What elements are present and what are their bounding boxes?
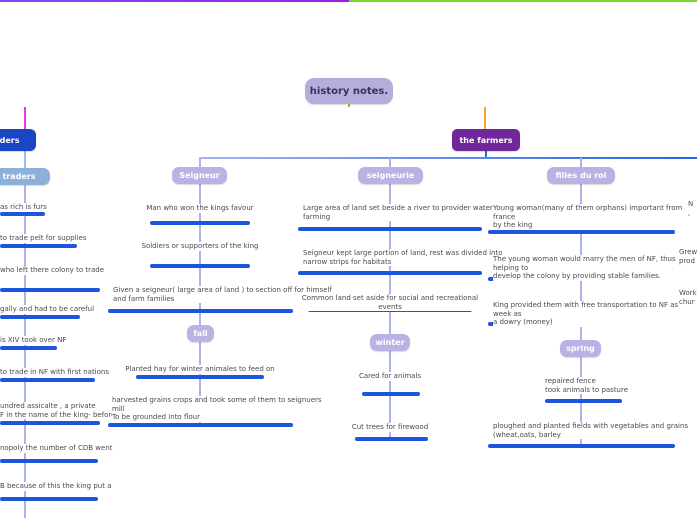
node-traders-label: traders (0, 135, 20, 145)
filles-item-5[interactable]: ploughed and planted fields with vegetab… (493, 422, 689, 439)
traders-underline-3 (0, 288, 100, 292)
seigneurie-item-4[interactable]: Cared for animals (300, 372, 480, 381)
node-seigneur-label: Seigneur (179, 171, 220, 180)
filles-item-3[interactable]: King provided them with free transportat… (493, 301, 697, 327)
traders-underline-4 (0, 315, 80, 319)
seigneurie-underline-1 (298, 227, 482, 231)
traders-column-line (24, 185, 26, 518)
seigneurie-item-3[interactable]: Common land set aside for social and rec… (300, 294, 480, 311)
seigneur-underline-3 (108, 309, 293, 313)
seigneurie-column-line (389, 184, 391, 440)
traders-item-6[interactable]: to trade in NF with first nations (0, 368, 109, 377)
node-seigneurie[interactable]: seigneurie (358, 167, 423, 184)
traders-underline-7 (0, 421, 100, 425)
root-node-history-notes[interactable]: history notes. (305, 78, 393, 104)
seigneurie-item-5[interactable]: Cut trees for firewood (300, 423, 480, 432)
node-fall-label: fall (193, 329, 208, 338)
node-traders[interactable]: traders (0, 129, 36, 151)
traders-item-9[interactable]: B because of this the king put a (0, 482, 112, 491)
farmers-children-line (199, 157, 697, 159)
node-seigneur[interactable]: Seigneur (172, 167, 227, 184)
rightcut-item-1[interactable]: N , (688, 200, 694, 217)
branch-line-left-purple (0, 0, 349, 2)
traders-item-3[interactable]: who left there colony to trade (0, 266, 105, 275)
traders-underline-2 (0, 244, 77, 248)
node-the-farmers-label: the farmers (459, 135, 513, 145)
seigneur-item-1[interactable]: Man who won the kings favour (110, 204, 290, 213)
traders-item-1[interactable]: as rich is furs (0, 203, 47, 212)
seigneur-column-line (199, 184, 201, 426)
farmers-drop-stub (485, 151, 487, 158)
node-fur-traders-label: fur traders (0, 172, 36, 181)
seigneur-item-5[interactable]: harvested grains crops and took some of … (112, 396, 322, 422)
filles-underline-5 (488, 444, 675, 448)
seigneurie-drop (389, 158, 391, 167)
traders-item-5[interactable]: is XIV took over NF (0, 336, 67, 345)
node-seigneurie-label: seigneurie (366, 171, 415, 180)
seigneur-underline-1 (150, 221, 250, 225)
filles-underline-4 (545, 399, 622, 403)
filles-underline-1 (488, 230, 675, 234)
branch-line-right-green (349, 0, 697, 2)
seigneur-item-2[interactable]: Soldiers or supporters of the king (110, 242, 290, 251)
traders-item-4[interactable]: gally and had to be careful (0, 305, 95, 314)
seigneurie-underline-4 (362, 392, 420, 396)
traders-underline-5 (0, 346, 57, 350)
traders-item-7[interactable]: undred assicalte , a private F in the na… (0, 402, 116, 419)
traders-underline-6 (0, 378, 95, 382)
seigneurie-underline-2 (298, 271, 482, 275)
node-spring-label: spring (566, 344, 595, 353)
seigneur-underline-4 (136, 375, 264, 379)
seigneurie-item-1[interactable]: Large area of land set beside a river to… (303, 204, 505, 221)
filles-item-2[interactable]: The young woman would marry the men of N… (493, 255, 697, 281)
node-filles-du-roi[interactable]: filles du roi (547, 167, 615, 184)
seigneur-underline-2 (150, 264, 250, 268)
node-fur-traders[interactable]: fur traders (0, 168, 50, 185)
node-winter-label: winter (375, 338, 405, 347)
traders-underline-8 (0, 459, 98, 463)
traders-item-2[interactable]: to trade pelt for supplies (0, 234, 87, 243)
traders-connector (24, 151, 26, 168)
filles-item-4[interactable]: repaired fence took animals to pasture (545, 377, 629, 394)
node-the-farmers[interactable]: the farmers (452, 129, 520, 151)
root-connector-stub (348, 101, 350, 107)
rightcut-item-3[interactable]: Work chur (679, 289, 697, 306)
seigneurie-item-2[interactable]: Seigneur kept large portion of land, res… (303, 249, 503, 266)
node-filles-du-roi-label: filles du roi (555, 171, 607, 180)
traders-underline-9 (0, 497, 98, 501)
node-fall[interactable]: fall (187, 325, 214, 342)
traders-item-8[interactable]: nopoly the number of CDB went (0, 444, 113, 453)
seigneur-drop (199, 158, 201, 167)
filles-drop (580, 158, 582, 167)
branch-drop-pink (24, 107, 26, 130)
node-winter[interactable]: winter (370, 334, 410, 351)
branch-drop-orange (484, 107, 486, 130)
root-node-label: history notes. (309, 85, 389, 97)
seigneur-underline-5 (108, 423, 293, 427)
rightcut-item-2[interactable]: Grew prod (679, 248, 697, 265)
filles-item-1[interactable]: Young woman(many of them orphans) import… (493, 204, 697, 230)
node-spring[interactable]: spring (560, 340, 601, 357)
seigneur-item-3[interactable]: Given a seigneur( large area of land ) t… (113, 286, 332, 303)
seigneur-item-4[interactable]: Planted hay for winter animales to feed … (110, 365, 290, 374)
seigneurie-underline-5 (355, 437, 428, 441)
traders-underline-1 (0, 212, 45, 216)
